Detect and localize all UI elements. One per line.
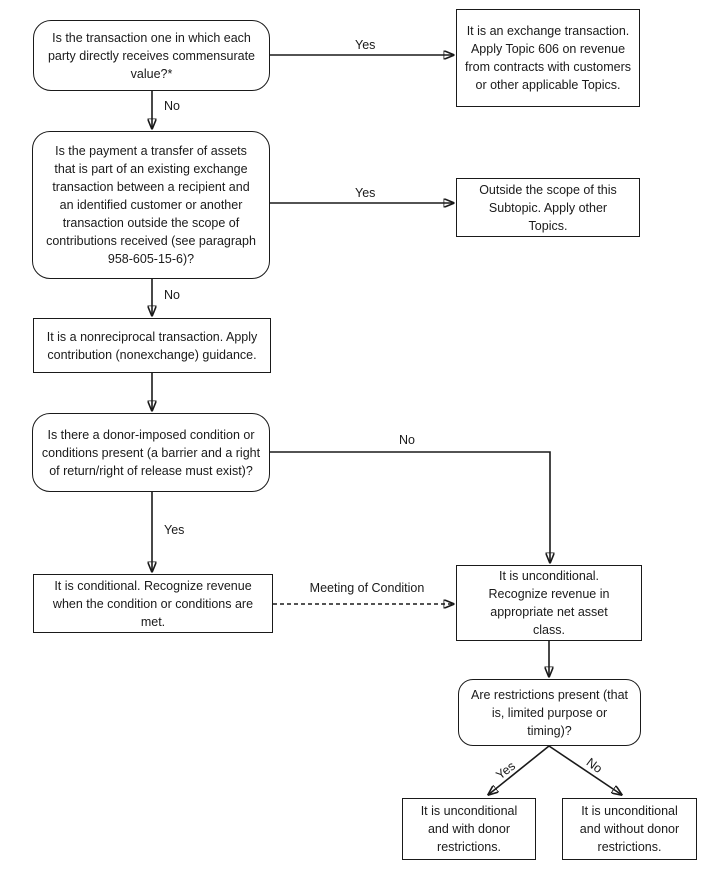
node-text: Outside the scope of this Subtopic. Appl… [479, 182, 617, 233]
node-donor-condition-question: Is there a donor-imposed condition or co… [32, 413, 270, 492]
node-text: Is the transaction one in which each par… [47, 30, 256, 81]
node-outside-scope-outcome: Outside the scope of this Subtopic. Appl… [456, 178, 640, 237]
node-text: It is unconditional. Recognize revenue i… [488, 569, 610, 637]
node-unconditional-outcome: It is unconditional. Recognize revenue i… [456, 565, 642, 641]
node-text: It is unconditional and without donor re… [579, 804, 680, 854]
edge-no-to-unconditional [270, 451, 550, 563]
node-commensurate-value-question: Is the transaction one in which each par… [33, 20, 270, 91]
edge-label-no-exchange: No [164, 99, 180, 113]
node-exchange-transaction-outcome: It is an exchange transaction. Apply Top… [456, 9, 640, 107]
node-text: It is a nonreciprocal transaction. Apply… [46, 329, 258, 362]
node-conditional-outcome: It is conditional. Recognize revenue whe… [33, 574, 273, 633]
node-with-donor-restrictions-outcome: It is unconditional and with donor restr… [402, 798, 536, 860]
edge-label-meeting-of-condition: Meeting of Condition [309, 581, 425, 595]
node-text: Is there a donor-imposed condition or co… [41, 427, 261, 478]
node-without-donor-restrictions-outcome: It is unconditional and without donor re… [562, 798, 697, 860]
node-text: It is unconditional and with donor restr… [420, 804, 518, 854]
edge-no-to-without-restrictions [548, 745, 622, 795]
edge-label-no-outside-scope: No [164, 288, 180, 302]
edge-label-yes-condition: Yes [164, 523, 185, 537]
edge-label-no-restrictions: No [583, 755, 605, 777]
node-transfer-of-assets-question: Is the payment a transfer of assets that… [32, 131, 270, 279]
edge-label-yes-outside-scope: Yes [355, 186, 376, 200]
node-text: It is conditional. Recognize revenue whe… [52, 578, 254, 629]
edge-label-yes-restrictions: Yes [493, 758, 519, 783]
node-restrictions-question: Are restrictions present (that is, limit… [458, 679, 641, 746]
node-text: It is an exchange transaction. Apply Top… [464, 24, 631, 92]
edge-label-yes-exchange: Yes [355, 38, 376, 52]
node-text: Is the payment a transfer of assets that… [46, 144, 256, 266]
node-text: Are restrictions present (that is, limit… [470, 687, 628, 738]
edge-label-no-condition: No [399, 433, 415, 447]
node-nonreciprocal-statement: It is a nonreciprocal transaction. Apply… [33, 318, 271, 373]
